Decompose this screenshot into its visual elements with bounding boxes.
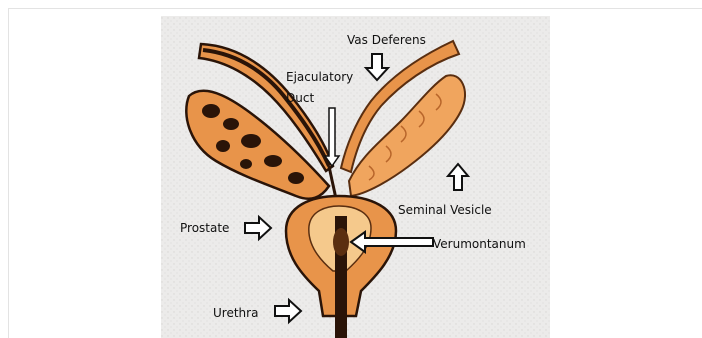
urethra-label: Urethra (213, 307, 258, 320)
ejaculatory-duct-label-line1: Ejaculatory (286, 71, 353, 84)
verumontanum (333, 228, 349, 256)
vas-deferens-label: Vas Deferens (347, 34, 426, 47)
prostate-label: Prostate (180, 222, 229, 235)
verumontanum-label: Verumontanum (433, 238, 526, 251)
seminal-vesicle-label: Seminal Vesicle (398, 204, 492, 217)
frame-top-border (8, 8, 702, 9)
anatomy-figure: Vas Deferens Ejaculatory Duct Seminal Ve… (161, 16, 550, 338)
anatomy-illustration (161, 16, 550, 338)
frame-left-border (8, 8, 9, 338)
ejaculatory-duct-label-line2: Duct (286, 92, 314, 105)
